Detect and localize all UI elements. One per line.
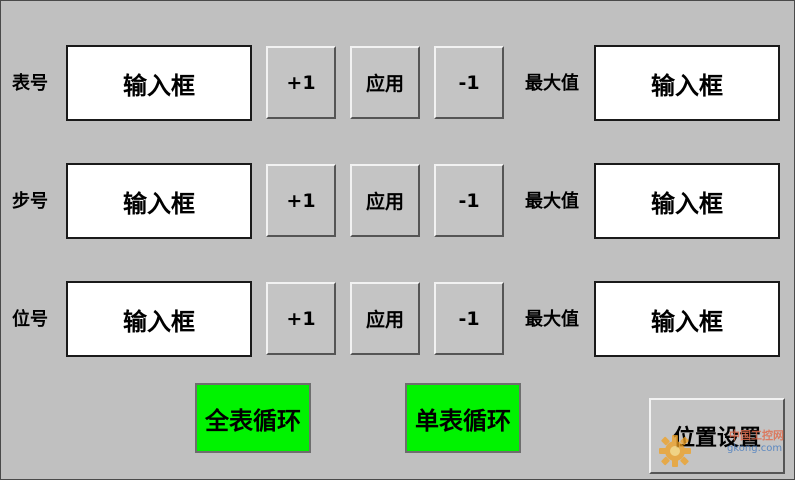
position-number-decrement-button[interactable]: -1 [434, 282, 504, 355]
step-number-input[interactable]: 输入框 [66, 163, 252, 239]
row-label-step-number: 步号 [12, 191, 48, 212]
position-number-max-input[interactable]: 输入框 [594, 281, 780, 357]
step-number-increment-button[interactable]: +1 [266, 164, 336, 237]
table-number-max-input[interactable]: 输入框 [594, 45, 780, 121]
table-number-apply-button[interactable]: 应用 [350, 46, 420, 119]
step-number-apply-button[interactable]: 应用 [350, 164, 420, 237]
step-number-decrement-button[interactable]: -1 [434, 164, 504, 237]
step-number-max-label: 最大值 [525, 191, 579, 212]
position-number-max-label: 最大值 [525, 309, 579, 330]
position-number-increment-button[interactable]: +1 [266, 282, 336, 355]
position-settings-button[interactable]: 位置设置 [649, 398, 785, 474]
position-number-apply-button[interactable]: 应用 [350, 282, 420, 355]
step-number-max-input[interactable]: 输入框 [594, 163, 780, 239]
position-number-input[interactable]: 输入框 [66, 281, 252, 357]
row-label-table-number: 表号 [12, 73, 48, 94]
row-label-position-number: 位号 [12, 309, 48, 330]
single-table-loop-button[interactable]: 单表循环 [405, 383, 521, 453]
all-table-loop-button[interactable]: 全表循环 [195, 383, 311, 453]
table-number-increment-button[interactable]: +1 [266, 46, 336, 119]
table-number-max-label: 最大值 [525, 73, 579, 94]
table-number-decrement-button[interactable]: -1 [434, 46, 504, 119]
table-number-input[interactable]: 输入框 [66, 45, 252, 121]
